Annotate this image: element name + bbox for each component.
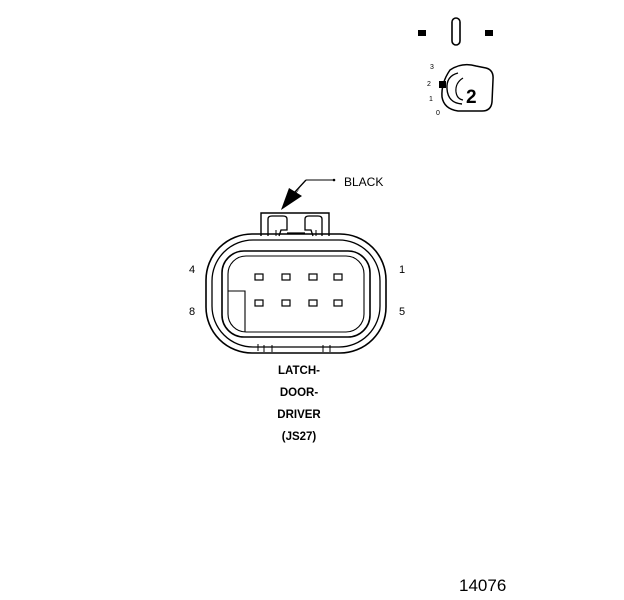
pin-label-4: 4 [189, 264, 195, 276]
key-mark-left [418, 30, 426, 36]
pin-label-5: 5 [399, 306, 405, 318]
pin-label-1: 1 [399, 264, 405, 276]
key-index-0: 0 [436, 110, 440, 117]
latch-outline [260, 212, 330, 236]
key-number: 2 [466, 87, 477, 108]
key-inner-curve [455, 77, 464, 101]
callout-dot [332, 178, 336, 182]
key-view: 3 2 1 0 2 [418, 17, 494, 117]
terminal-cavity [254, 299, 264, 307]
connector-name-line-1: LATCH- [278, 365, 320, 377]
connector-name-line-3: DRIVER [277, 409, 321, 421]
key-body [441, 63, 494, 112]
connector: BLACK [189, 175, 405, 354]
callout-shaft [293, 179, 307, 194]
connector-key-step [228, 290, 246, 332]
pin-label-8: 8 [189, 306, 195, 318]
connector-name: LATCH- DOOR- DRIVER (JS27) [277, 365, 321, 443]
connector-name-line-2: DOOR- [280, 387, 319, 399]
latch-left-tab [267, 215, 288, 237]
terminal-cavity [333, 299, 343, 307]
connector-face [221, 250, 371, 338]
terminal-cavity [254, 273, 264, 281]
figure-number: 14076 [459, 576, 506, 595]
key-index-2: 2 [427, 81, 431, 88]
terminal-row-top [254, 273, 343, 281]
terminal-cavity [281, 299, 291, 307]
terminal-row-bottom [254, 299, 343, 307]
key-position-marker [439, 81, 446, 88]
callout-label: BLACK [344, 175, 383, 189]
connector-outer-shell [205, 233, 387, 354]
key-index-3: 3 [430, 64, 434, 71]
terminal-cavity [281, 273, 291, 281]
key-index-1: 1 [429, 96, 433, 103]
latch-right-tab [304, 215, 323, 237]
connector-bottom-ribs [257, 344, 331, 352]
latch-housing [260, 212, 330, 237]
terminal-cavity [308, 273, 318, 281]
callout-arrowhead-body [281, 188, 302, 210]
black-callout: BLACK [281, 175, 383, 210]
key-slot [451, 17, 461, 46]
key-notch [446, 72, 463, 105]
connector-seal-ring [211, 239, 381, 348]
connector-face-inner [227, 255, 365, 333]
key-mark-right [485, 30, 493, 36]
terminal-cavity [333, 273, 343, 281]
terminal-cavity [308, 299, 318, 307]
connector-name-line-4: (JS27) [282, 431, 317, 443]
